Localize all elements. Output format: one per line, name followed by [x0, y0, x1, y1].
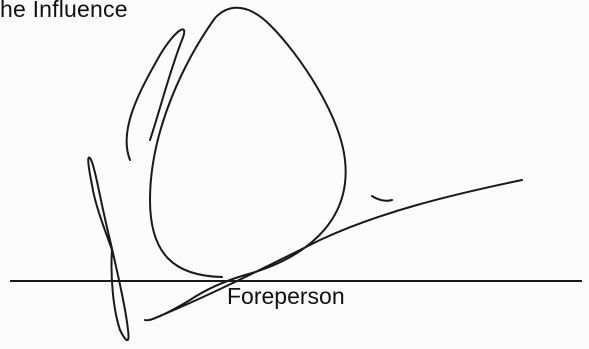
signature-line-label: Foreperson: [227, 283, 345, 309]
signature-loop-stroke: [144, 6, 347, 322]
signature-inner-loop: [125, 28, 186, 161]
signature-left-stroke: [87, 156, 130, 342]
header-text-fragment: he Influence: [0, 0, 128, 22]
signature-line: [10, 280, 582, 282]
signature-flick-mark: [371, 195, 393, 202]
